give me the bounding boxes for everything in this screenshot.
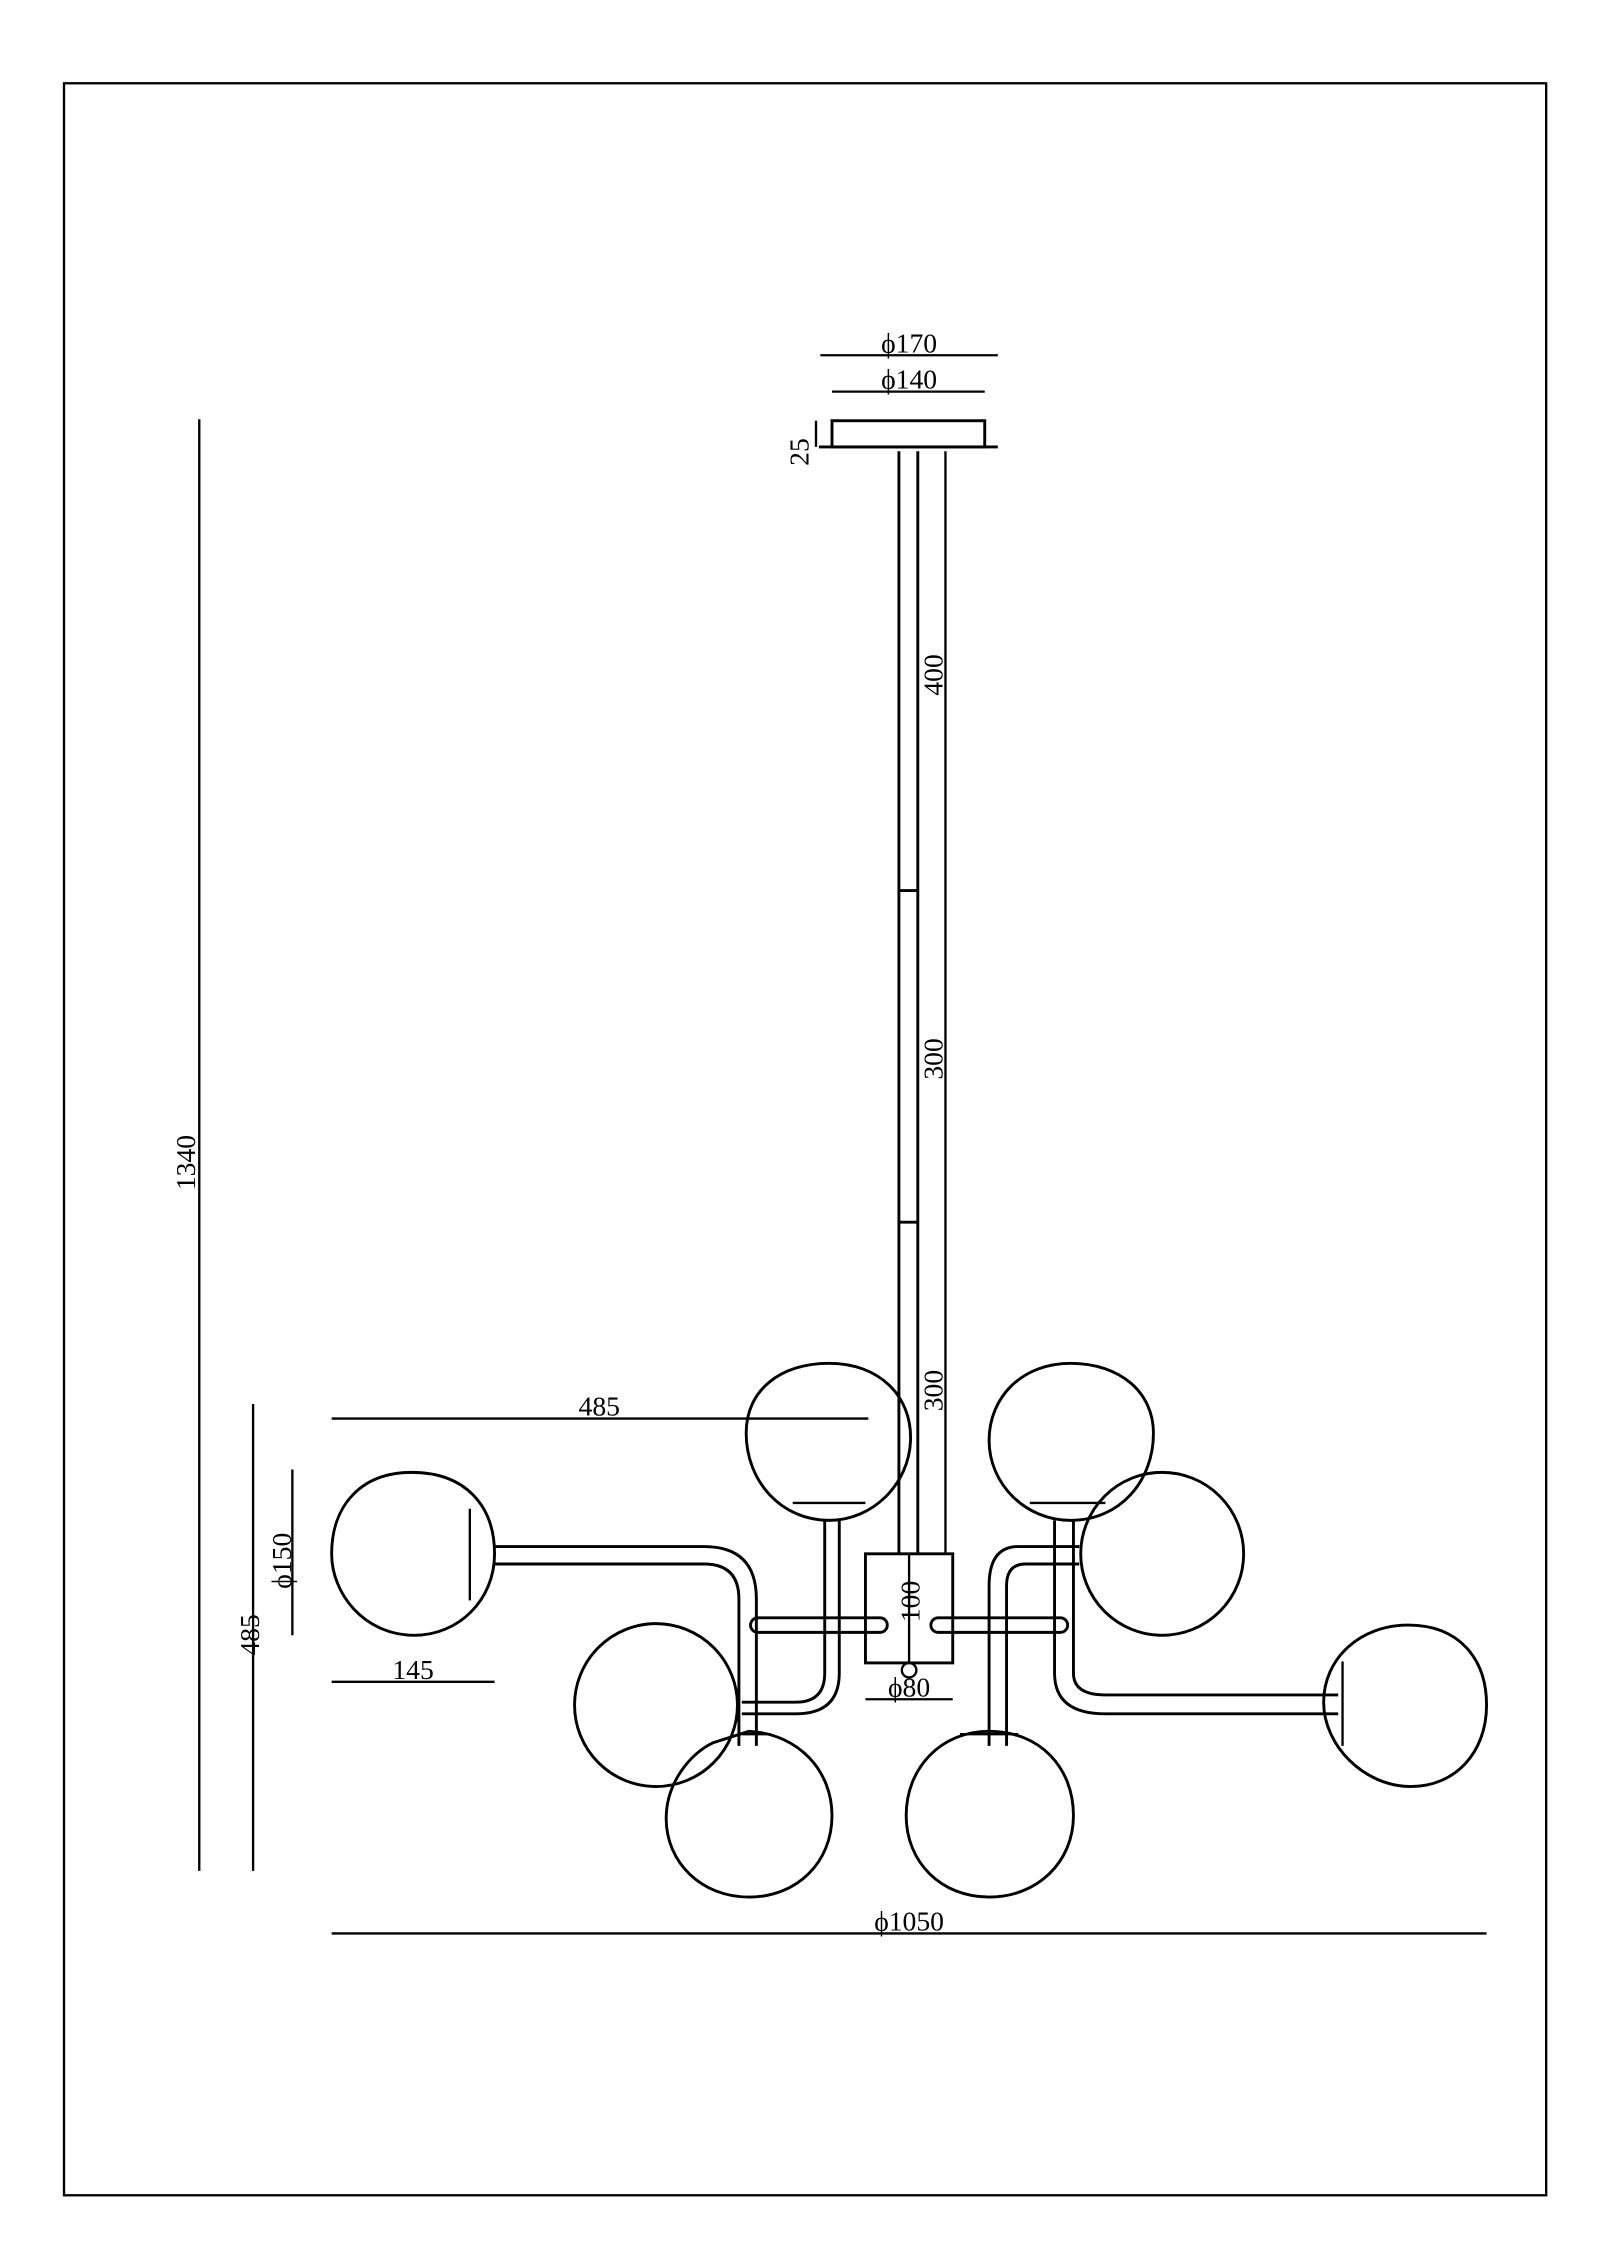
suspension-rod [897,451,920,1554]
shade-left-mid [573,1622,739,1788]
shade-right-top [987,1361,1155,1522]
rod-bottom-label: 300 [918,1370,949,1411]
shade-right-mid [1079,1470,1246,1637]
shade-far-left [330,1470,497,1637]
shade-bottom-right [904,1729,1075,1899]
cross-bars [749,1616,1070,1634]
arms [494,1520,1339,1746]
arm-reach-label: 485 [579,1391,620,1422]
canopy-inner-dimension: ϕ140 [832,364,985,395]
shade-diameter-dimension: ϕ150 [266,1469,297,1636]
shade-diameter-label: ϕ150 [266,1533,297,1589]
shade-depth-label: 145 [392,1654,433,1685]
canopy-outer-label: ϕ170 [881,327,937,358]
hub-height-dimension: 100 [894,1581,925,1622]
rod-middle-label: 300 [918,1038,949,1079]
hub [864,1552,955,1679]
overall-diameter-label: ϕ1050 [874,1906,944,1937]
canopy-height-label: 25 [784,438,815,466]
hub-diameter-label: ϕ80 [888,1671,930,1702]
shade-depth-dimension: 145 [331,1654,495,1685]
canopy-inner-label: ϕ140 [881,364,937,395]
canopy-outer-dimension: ϕ170 [820,327,998,358]
canopy [818,419,998,449]
canopy-height-dimension: 25 [784,420,818,466]
arm-reach-dimension: 485 [331,1391,869,1422]
hub-height-label: 100 [894,1581,925,1622]
drawing-frame [62,82,1548,2197]
rod-top-label: 400 [918,654,949,695]
total-height-dimension: 1340 [170,419,201,1871]
shade-left-top [744,1361,913,1522]
body-height-dimension: 485 [234,1404,265,1871]
total-height-label: 1340 [170,1135,201,1190]
rod-dimensions: 400 300 300 [918,451,949,1554]
shades [330,1361,1489,1899]
shade-far-right [1322,1623,1489,1789]
shade-bottom-left [664,1729,834,1899]
body-height-label: 485 [234,1614,265,1655]
overall-diameter-dimension: ϕ1050 [331,1906,1487,1937]
hub-diameter-dimension: ϕ80 [865,1671,953,1702]
